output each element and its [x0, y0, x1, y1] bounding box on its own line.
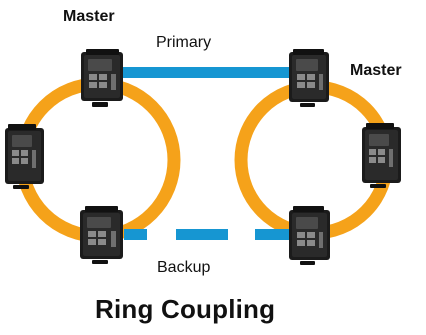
backup-label: Backup: [157, 259, 211, 276]
diagram-title: Ring Coupling: [95, 294, 276, 324]
right-master-label: Master: [350, 62, 402, 79]
switch-right-middle-device: [362, 123, 401, 188]
switch-top-right-device: [289, 49, 329, 107]
backup-link-line: [124, 229, 300, 240]
switch-bottom-right-device: [289, 206, 330, 265]
switch-bottom-left-device: [80, 206, 123, 264]
switch-top-left-device: [81, 49, 123, 107]
switch-left-middle-device: [5, 124, 44, 189]
primary-label: Primary: [156, 34, 212, 51]
primary-link-line: [118, 67, 296, 78]
left-master-label: Master: [63, 8, 115, 25]
